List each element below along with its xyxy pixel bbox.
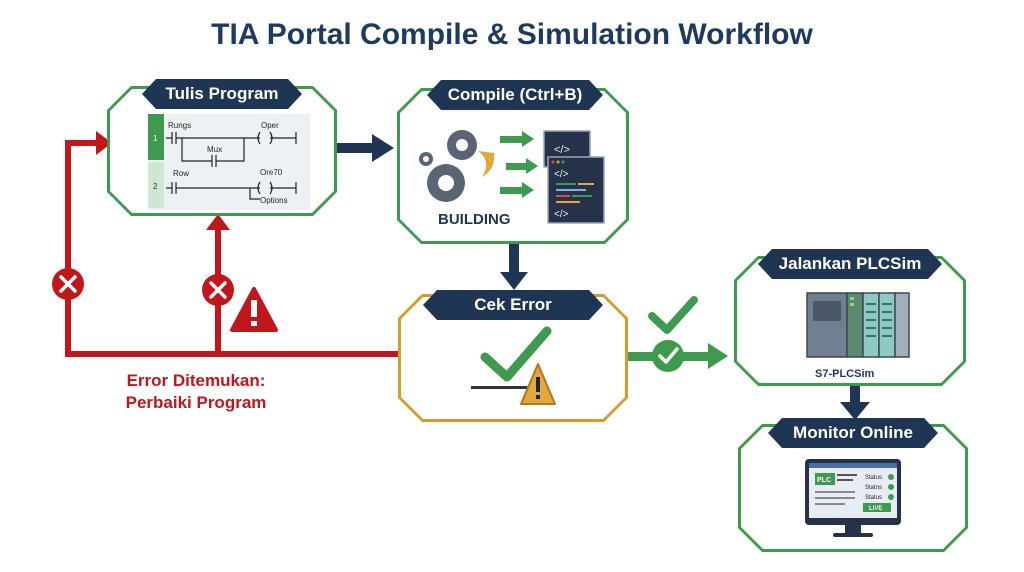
error-message: Error Ditemukan: Perbaiki Program bbox=[96, 370, 296, 414]
warning-icon bbox=[230, 287, 278, 332]
rung-text: Rungs bbox=[168, 121, 191, 130]
monitor-icon: PLC Status Statns Status LIVE bbox=[741, 427, 965, 549]
error-message-line1: Error Ditemukan: bbox=[126, 371, 266, 390]
checkmark-icon bbox=[652, 340, 684, 372]
checkmark-icon bbox=[485, 331, 547, 377]
rung-text: Row bbox=[173, 169, 189, 178]
rung-text: Options bbox=[260, 196, 288, 205]
error-message-line2: Perbaiki Program bbox=[125, 393, 267, 412]
error-loop-inner-arrowhead bbox=[206, 214, 230, 230]
gears-icon bbox=[419, 130, 494, 202]
screen-label: Status bbox=[865, 495, 882, 501]
screen-label: LIVE bbox=[869, 506, 882, 512]
error-x-icon bbox=[202, 274, 234, 306]
step-write-program: 1 2 Rungs Mux Oper Row Ore70 Options bbox=[107, 86, 337, 216]
check-error-illustration bbox=[401, 297, 625, 419]
error-loop-outer-arrowhead bbox=[96, 131, 112, 155]
compile-illustration: </> </> </> BUILDING bbox=[400, 91, 626, 241]
rung-number: 1 bbox=[153, 134, 158, 143]
rung-number: 2 bbox=[153, 182, 158, 191]
rung-text: Mux bbox=[207, 145, 222, 154]
screen-label: Status bbox=[865, 475, 882, 481]
warning-icon bbox=[521, 364, 555, 404]
arrow-write-to-compile bbox=[336, 143, 376, 153]
rung-text: Oper bbox=[261, 121, 279, 130]
error-loop-outer-line bbox=[65, 140, 404, 357]
svg-text:</>: </> bbox=[554, 144, 570, 156]
step-label-check: Cek Error bbox=[423, 290, 603, 320]
step-label-run: Jalankan PLCSim bbox=[758, 249, 942, 279]
screen-label: PLC bbox=[817, 477, 831, 484]
device-label: S7-PLCSim bbox=[815, 368, 875, 380]
arrow-compile-to-check bbox=[509, 244, 519, 274]
error-x-icon bbox=[52, 268, 84, 300]
rung-text: Ore70 bbox=[260, 168, 283, 177]
page-title: TIA Portal Compile & Simulation Workflow bbox=[211, 18, 813, 51]
plc-rack-icon: S7-PLCSim bbox=[737, 259, 963, 383]
compile-status: BUILDING bbox=[438, 211, 511, 228]
step-label-write: Tulis Program bbox=[142, 79, 302, 109]
ladder-diagram-icon: 1 2 Rungs Mux Oper Row Ore70 Options bbox=[110, 89, 334, 213]
step-label-compile: Compile (Ctrl+B) bbox=[427, 80, 603, 110]
screen-label: Statns bbox=[865, 485, 882, 491]
checkmark-icon bbox=[648, 296, 698, 334]
step-label-monitor: Monitor Online bbox=[768, 418, 938, 448]
code-window-icon: </> </> </> bbox=[544, 131, 604, 223]
svg-text:</>: </> bbox=[554, 209, 569, 220]
svg-text:</>: </> bbox=[554, 169, 569, 180]
arrow-run-to-monitor bbox=[850, 386, 860, 406]
step-compile: </> </> </> BUILDING bbox=[397, 88, 629, 244]
